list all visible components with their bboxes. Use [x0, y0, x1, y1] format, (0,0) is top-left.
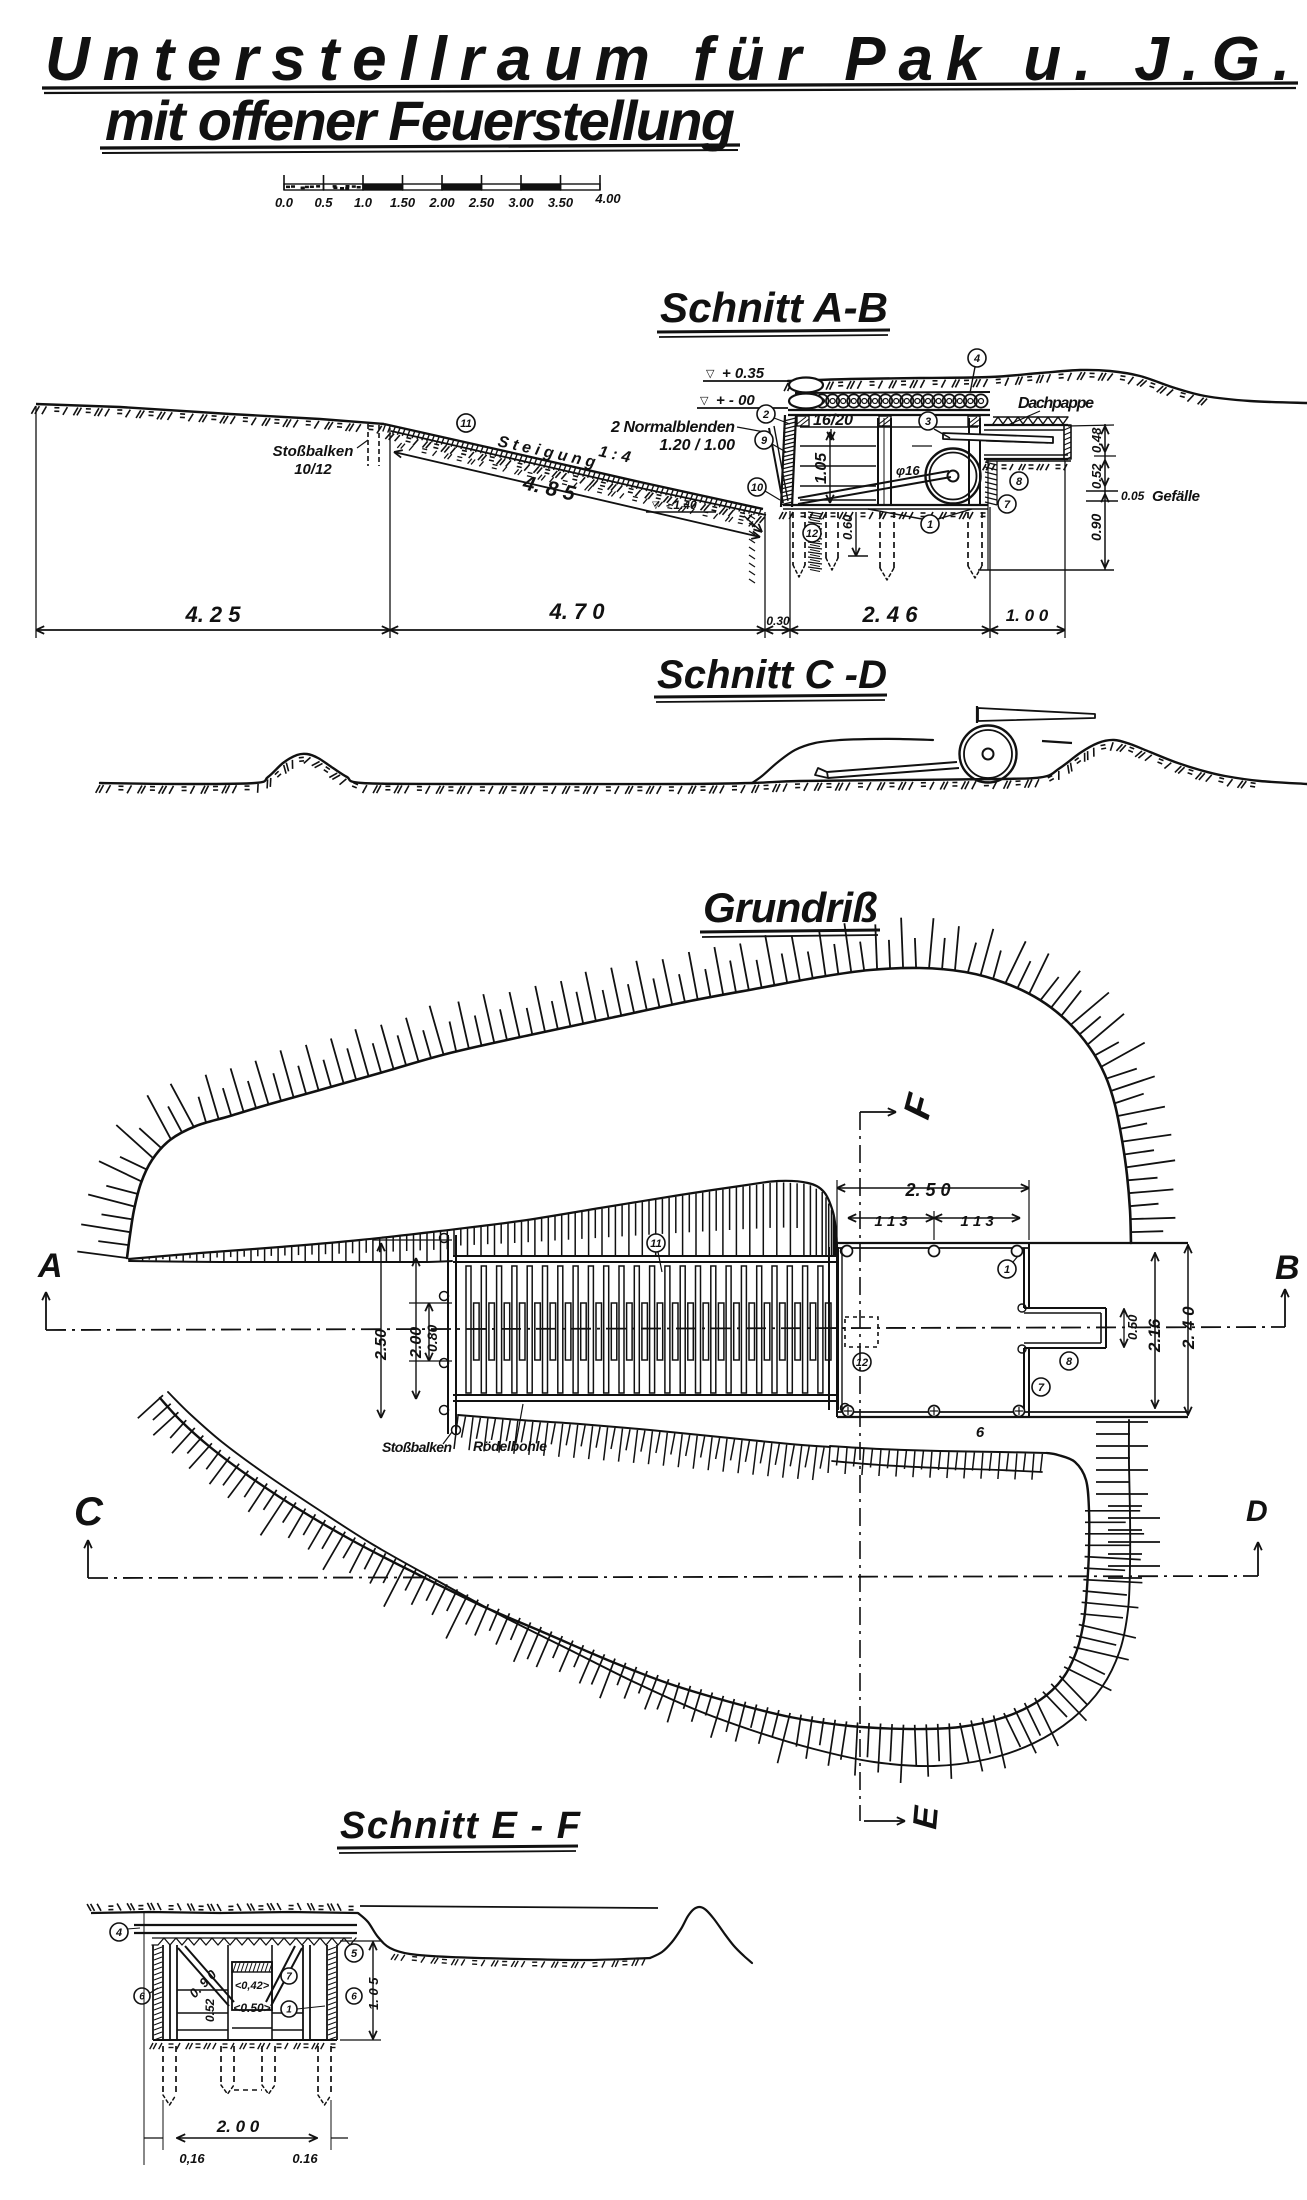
svg-text:2 Normalblenden: 2 Normalblenden	[610, 419, 735, 436]
svg-text:- 1.40: - 1.40	[666, 498, 697, 512]
svg-text:7: 7	[1038, 1382, 1045, 1394]
svg-text:2.50: 2.50	[468, 195, 495, 210]
svg-text:A: A	[37, 1247, 63, 1285]
svg-text:C: C	[74, 1490, 104, 1534]
svg-text:Schnitt A-B: Schnitt A-B	[660, 284, 888, 331]
svg-text:1.05: 1.05	[813, 452, 830, 484]
svg-text:12: 12	[806, 528, 818, 540]
svg-text:4.00: 4.00	[594, 191, 621, 206]
svg-text:2. 0 0: 2. 0 0	[216, 2117, 260, 2136]
svg-text:B: B	[1275, 1249, 1300, 1287]
svg-text:6: 6	[976, 1424, 985, 1441]
svg-text:0.48: 0.48	[1089, 427, 1104, 453]
svg-text:mit offener Feuerstellung: mit offener Feuerstellung	[105, 89, 735, 152]
svg-text:7: 7	[1004, 499, 1011, 511]
svg-text:1. 0 5: 1. 0 5	[366, 1977, 381, 2010]
svg-text:D: D	[1246, 1495, 1268, 1528]
svg-text:Stoßbalken: Stoßbalken	[273, 443, 354, 460]
svg-text:8: 8	[1066, 1356, 1073, 1368]
svg-text:0.0: 0.0	[275, 195, 294, 210]
svg-text:<0.50>: <0.50>	[233, 2001, 270, 2015]
svg-text:3.00: 3.00	[508, 195, 534, 210]
svg-text:10/12: 10/12	[294, 461, 332, 478]
svg-text:6: 6	[351, 1992, 357, 2003]
svg-text:Grundriß: Grundriß	[703, 884, 878, 931]
svg-text:Dachpappe: Dachpappe	[1018, 395, 1094, 412]
svg-text:9: 9	[761, 435, 768, 447]
svg-text:2.16: 2.16	[1145, 1318, 1164, 1353]
svg-text:0.80: 0.80	[424, 1325, 440, 1352]
svg-text:2.50: 2.50	[373, 1329, 390, 1361]
svg-text:2.00: 2.00	[408, 1327, 425, 1359]
svg-text:0.30: 0.30	[766, 614, 790, 628]
svg-text:E: E	[906, 1803, 946, 1830]
svg-text:▽: ▽	[652, 500, 660, 511]
svg-text:2. 5 0: 2. 5 0	[904, 1180, 950, 1200]
svg-text:1. 0 0: 1. 0 0	[1006, 606, 1049, 625]
svg-text:0.90: 0.90	[1088, 514, 1104, 541]
svg-text:1: 1	[286, 2005, 292, 2016]
svg-text:1.0: 1.0	[354, 195, 373, 210]
svg-text:2. 4 0: 2. 4 0	[1179, 1306, 1198, 1350]
svg-text:0.16: 0.16	[292, 2151, 318, 2166]
svg-text:1: 1	[927, 519, 933, 531]
svg-text:Gefälle: Gefälle	[1152, 488, 1200, 505]
svg-text:1.50: 1.50	[390, 195, 416, 210]
svg-text:0.52: 0.52	[1089, 463, 1104, 489]
svg-text:φ16: φ16	[896, 463, 920, 478]
svg-text:1 1 3: 1 1 3	[960, 1213, 994, 1230]
svg-text:Schnitt C -D: Schnitt C -D	[657, 653, 887, 697]
svg-text:0.05: 0.05	[1121, 489, 1145, 503]
svg-text:11: 11	[650, 1238, 661, 1250]
svg-text:0,16: 0,16	[179, 2151, 205, 2166]
svg-text:3.50: 3.50	[548, 195, 574, 210]
svg-text:2: 2	[762, 409, 769, 421]
svg-text:2. 4 6: 2. 4 6	[861, 602, 918, 627]
svg-text:1 : 4: 1 : 4	[597, 443, 632, 466]
svg-text:4. 7 0: 4. 7 0	[548, 599, 605, 624]
svg-text:8: 8	[1016, 476, 1023, 488]
svg-text:Schnitt E - F: Schnitt E - F	[340, 1805, 582, 1847]
svg-text:2.00: 2.00	[428, 195, 455, 210]
svg-text:1 1 3: 1 1 3	[874, 1213, 908, 1230]
svg-text:4: 4	[115, 1927, 122, 1939]
svg-text:0.52: 0.52	[203, 1998, 217, 2022]
svg-text:Stoßbalken: Stoßbalken	[382, 1439, 452, 1455]
svg-text:▽: ▽	[700, 395, 709, 407]
svg-text:+ 0.35: + 0.35	[722, 365, 765, 382]
svg-text:4: 4	[973, 353, 980, 365]
svg-text:0.60: 0.60	[840, 514, 855, 540]
svg-text:▽: ▽	[706, 368, 715, 380]
svg-text:4. 2 5: 4. 2 5	[184, 602, 241, 627]
svg-text:12: 12	[856, 1357, 868, 1369]
svg-text:11: 11	[460, 418, 471, 430]
svg-text:6: 6	[139, 1992, 145, 2003]
svg-text:1.20 / 1.00: 1.20 / 1.00	[659, 437, 735, 454]
svg-text:0.5: 0.5	[314, 195, 333, 210]
svg-text:16/20: 16/20	[813, 412, 853, 429]
svg-text:<0,42>: <0,42>	[235, 1980, 270, 1992]
svg-text:7: 7	[286, 1972, 292, 1983]
svg-text:5: 5	[351, 1948, 358, 1960]
svg-text:+ - 00: + - 00	[716, 392, 755, 409]
svg-text:3: 3	[925, 416, 931, 428]
svg-text:10: 10	[751, 482, 764, 494]
svg-text:1: 1	[1004, 1264, 1010, 1276]
